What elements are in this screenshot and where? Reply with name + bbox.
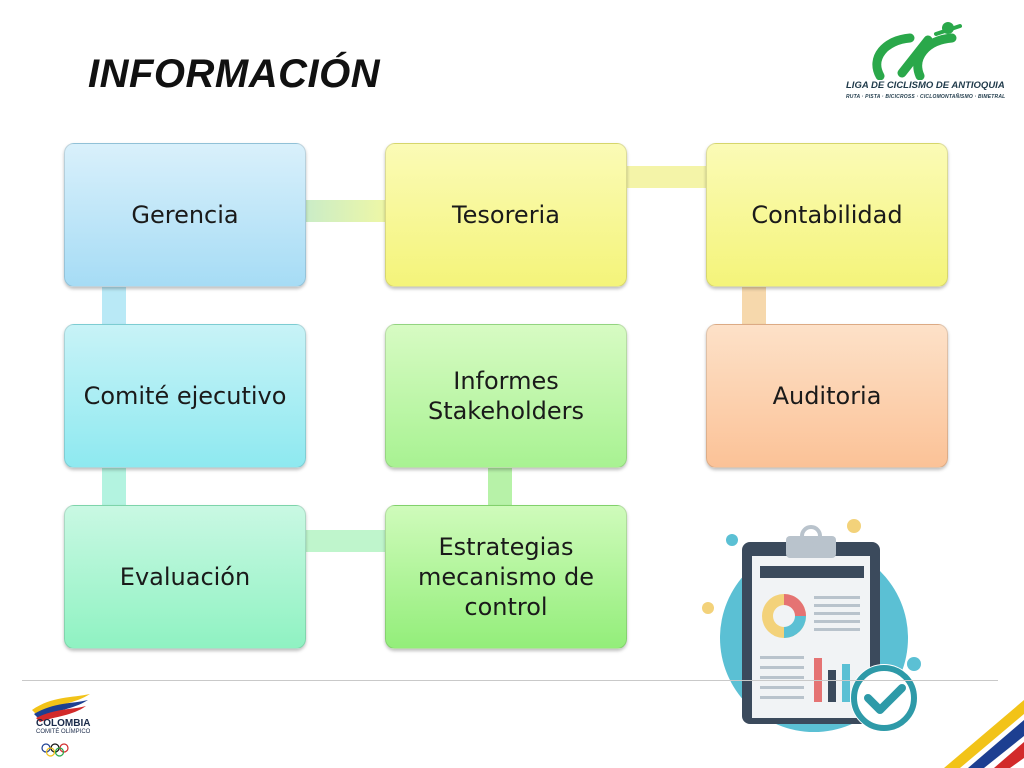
node-evaluacion: Evaluación (64, 505, 306, 649)
node-comite-label: Comité ejecutivo (83, 382, 287, 410)
node-auditoria: Auditoria (706, 324, 948, 468)
cyclist-logo-icon (872, 22, 962, 81)
connector-gerencia-tesoreria (304, 200, 386, 222)
node-tesoreria: Tesoreria (385, 143, 627, 287)
connector-informes-estrategias (488, 466, 512, 506)
node-contabilidad: Contabilidad (706, 143, 948, 287)
page-title: INFORMACIÓN (88, 52, 381, 96)
connector-gerencia-comite (102, 285, 126, 325)
node-gerencia-label: Gerencia (131, 201, 239, 229)
connector-comite-evaluacion (102, 466, 126, 506)
connector-contabilidad-auditoria (742, 285, 766, 325)
footer-divider (22, 680, 998, 681)
node-gerencia: Gerencia (64, 143, 306, 287)
node-informes-label: Informes Stakeholders (427, 367, 585, 425)
colombia-olympic-logo (32, 694, 90, 757)
org-name: COLOMBIA (36, 718, 91, 729)
node-contabilidad-label: Contabilidad (751, 201, 903, 229)
node-estrategias: Estrategias mecanismo de control (385, 505, 627, 649)
connector-evaluacion-estrategias (304, 530, 386, 552)
liga-ciclismo-logo: LIGA DE CICLISMO DE ANTIOQUIA RUTA · PIS… (840, 18, 1006, 113)
node-estrategias-label: Estrategias mecanismo de control (417, 533, 595, 621)
node-auditoria-label: Auditoria (772, 382, 882, 410)
node-comite-ejecutivo: Comité ejecutivo (64, 324, 306, 468)
node-tesoreria-label: Tesoreria (452, 201, 560, 229)
node-informes-stakeholders: Informes Stakeholders (385, 324, 627, 468)
node-evaluacion-label: Evaluación (119, 563, 251, 591)
corner-stripes-decoration (944, 700, 1024, 768)
org-subtitle: COMITÉ OLÍMPICO (36, 729, 91, 735)
connector-tesoreria-contabilidad (624, 166, 706, 188)
logo-tagline: RUTA · PISTA · BICICROSS · CICLOMONTAÑIS… (846, 94, 1006, 100)
logo-name: LIGA DE CICLISMO DE ANTIOQUIA (846, 80, 1005, 91)
clipboard-report-icon (702, 519, 921, 732)
